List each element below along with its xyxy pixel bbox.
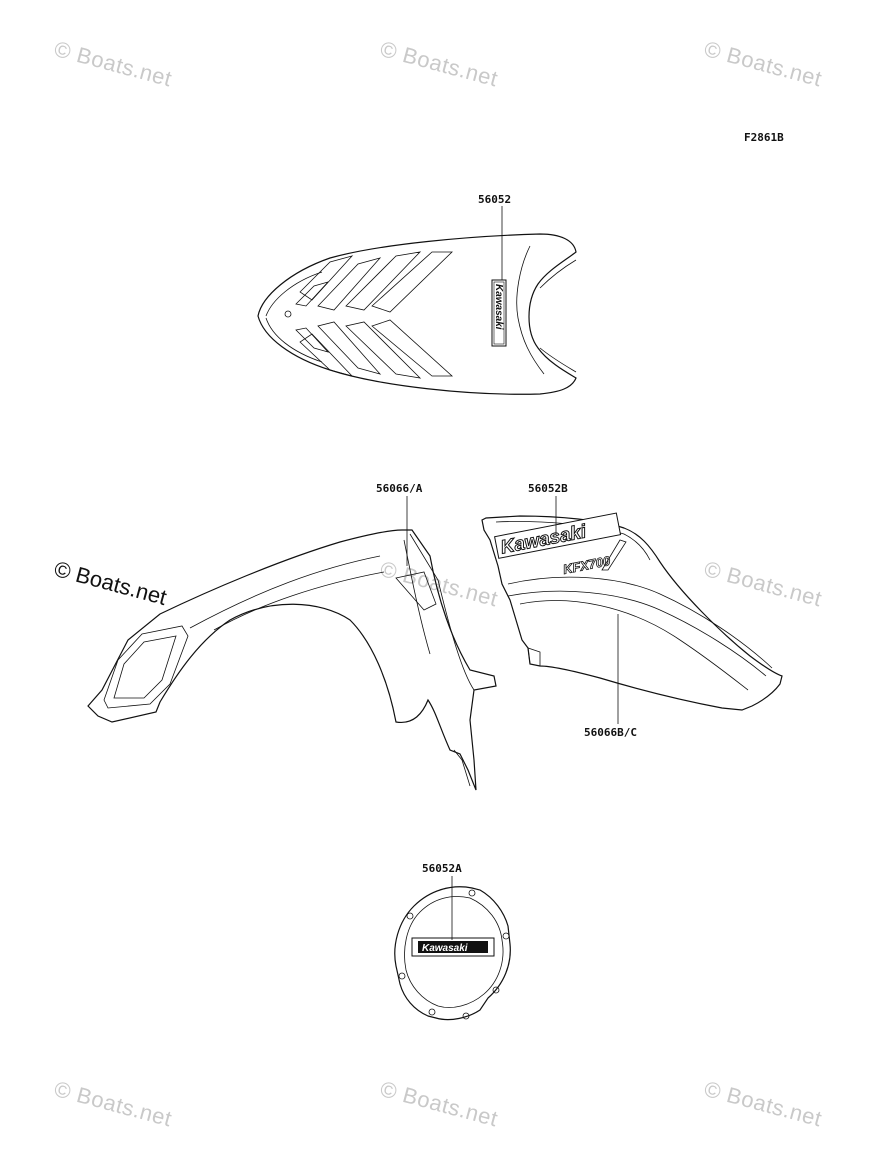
- part-number-front-fender-decal: 56066/A: [376, 482, 423, 495]
- engine-cover-logo-text: Kawasaki: [422, 943, 468, 954]
- part-number-side-cover-logo-decal: 56052B: [528, 482, 568, 495]
- engine-cover-illustration: Kawasaki: [394, 886, 511, 1021]
- part-number-engine-cover-decal: 56052A: [422, 862, 462, 875]
- seat-illustration: Kawasaki: [257, 233, 577, 395]
- part-number-side-cover-stripe-decal: 56066B/C: [584, 726, 637, 739]
- side-cover-illustration: Kawasaki KFX700: [481, 512, 783, 711]
- seat-logo-text: Kawasaki: [493, 284, 504, 330]
- figure-code: F2861B: [744, 131, 784, 144]
- front-fender-illustration: [87, 529, 497, 791]
- part-number-seat-decal: 56052: [478, 193, 511, 206]
